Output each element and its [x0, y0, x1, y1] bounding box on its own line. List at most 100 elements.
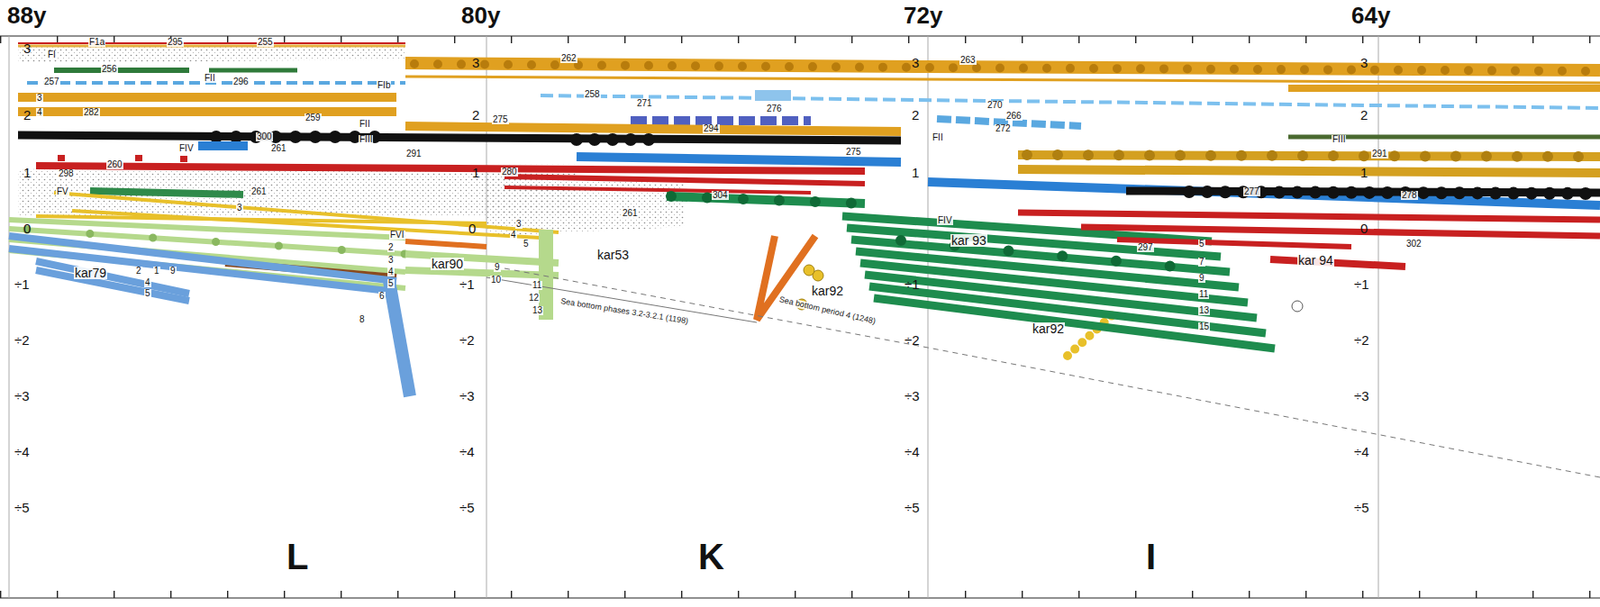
layer-label: 260 [106, 160, 124, 170]
layer-label: 300 [255, 132, 273, 142]
layer-label: 291 [405, 149, 423, 159]
layer-label: FV [55, 187, 70, 197]
layer-label: 3 [387, 255, 395, 265]
layer-label: 5 [522, 239, 530, 249]
layer-label: 275 [491, 115, 510, 125]
layer-label: 298 [57, 169, 75, 179]
level-number: 1 [911, 165, 919, 180]
layer-label: 302 [1405, 239, 1423, 249]
layer-label: 261 [621, 209, 639, 219]
layer-label: FIII [1331, 135, 1346, 145]
level-number: ÷5 [459, 500, 475, 515]
find-label: kar 94 [1297, 254, 1335, 267]
layer-label: 10 [490, 275, 502, 285]
level-number: 0 [468, 221, 476, 236]
grid-label: 64y [1351, 3, 1391, 28]
layer-label: 9 [169, 266, 177, 276]
layer-label: FIb [376, 81, 391, 91]
layer-label: 276 [765, 104, 783, 114]
level-number: ÷4 [904, 445, 920, 459]
level-number: 1 [472, 165, 480, 180]
layer-label: 291 [1371, 149, 1389, 159]
level-number: 3 [911, 55, 919, 70]
level-number: 3 [1360, 55, 1368, 70]
level-number: ÷3 [1354, 389, 1370, 403]
layer-label: 3 [515, 219, 523, 229]
level-number: 2 [911, 108, 919, 122]
layer-label: 261 [270, 144, 288, 154]
layer-label: 271 [636, 99, 654, 109]
layer-label: 277 [1243, 187, 1261, 197]
grid-label: 80y [461, 3, 500, 28]
level-number: ÷5 [1354, 500, 1370, 515]
note-label: Sea bottom phases 3.2-3.2.1 (1198) [559, 297, 691, 327]
level-number: ÷4 [14, 445, 30, 459]
level-number: ÷1 [459, 277, 475, 291]
section-letter: I [1145, 538, 1156, 575]
layer-label: 7 [1198, 257, 1206, 267]
layer-label: 13 [531, 306, 544, 316]
layer-label: 3 [236, 203, 244, 213]
find-label: kar 93 [950, 234, 988, 247]
layer-label: FII [203, 73, 217, 83]
layer-label: 255 [256, 37, 274, 47]
level-number: ÷3 [14, 389, 30, 403]
layer-label: 262 [560, 54, 578, 64]
find-label: kar92 [810, 284, 845, 298]
layer-label: 263 [959, 55, 977, 65]
level-number: ÷1 [1354, 277, 1370, 291]
level-number: 2 [1360, 108, 1368, 122]
layer-label: 272 [994, 124, 1012, 134]
layer-label: 8 [358, 315, 366, 325]
layer-label: 15 [1198, 322, 1210, 332]
layer-label: FIII [358, 135, 373, 145]
layer-label: FI [46, 50, 57, 60]
layer-label: 11 [1198, 290, 1210, 300]
layer-label: 9 [493, 263, 501, 273]
level-number: ÷4 [459, 445, 475, 459]
layer-label: 4 [509, 230, 518, 240]
find-label: kar92 [1031, 322, 1065, 336]
level-number: 2 [23, 108, 31, 122]
level-number: ÷2 [1354, 333, 1370, 347]
section-letter: L [286, 538, 309, 575]
level-number: 0 [23, 221, 31, 236]
layer-label: 6 [378, 291, 386, 301]
grid-label: 72y [903, 3, 943, 28]
level-number: 3 [23, 41, 31, 55]
layer-label: 256 [100, 64, 119, 74]
layer-label: 266 [1005, 111, 1023, 121]
layer-label: 270 [986, 100, 1004, 110]
layer-label: 5 [387, 279, 395, 289]
layer-label: 304 [711, 190, 729, 200]
layer-label: 2 [135, 266, 143, 276]
level-number: 0 [1360, 221, 1368, 236]
layer-label: FIV [936, 216, 954, 226]
find-label: kar53 [596, 248, 630, 262]
level-number: 1 [23, 165, 31, 180]
level-number: ÷3 [459, 389, 475, 403]
level-number: ÷5 [904, 500, 920, 515]
level-number: ÷1 [904, 277, 920, 291]
layer-label: 5 [1198, 239, 1206, 249]
level-number: 2 [472, 108, 480, 122]
layer-label: 261 [250, 187, 268, 197]
layer-label: 275 [845, 147, 863, 157]
level-number: ÷3 [904, 389, 920, 403]
layer-label: 294 [702, 124, 720, 134]
layer-label: 278 [1400, 190, 1419, 200]
section-letter: K [698, 538, 725, 575]
layer-label: FII [358, 119, 372, 129]
layer-label: 4 [387, 267, 395, 277]
layer-label: 259 [304, 113, 322, 123]
layer-label: FIV [178, 144, 195, 154]
find-label: kar79 [73, 266, 108, 280]
level-number: ÷2 [459, 333, 475, 347]
layer-label: 1 [153, 266, 161, 276]
layer-label: 257 [43, 77, 61, 87]
layer-label: 2 [387, 243, 395, 253]
level-number: 1 [1360, 165, 1368, 180]
layer-label: 282 [82, 108, 100, 118]
layer-label: 3 [36, 93, 44, 103]
